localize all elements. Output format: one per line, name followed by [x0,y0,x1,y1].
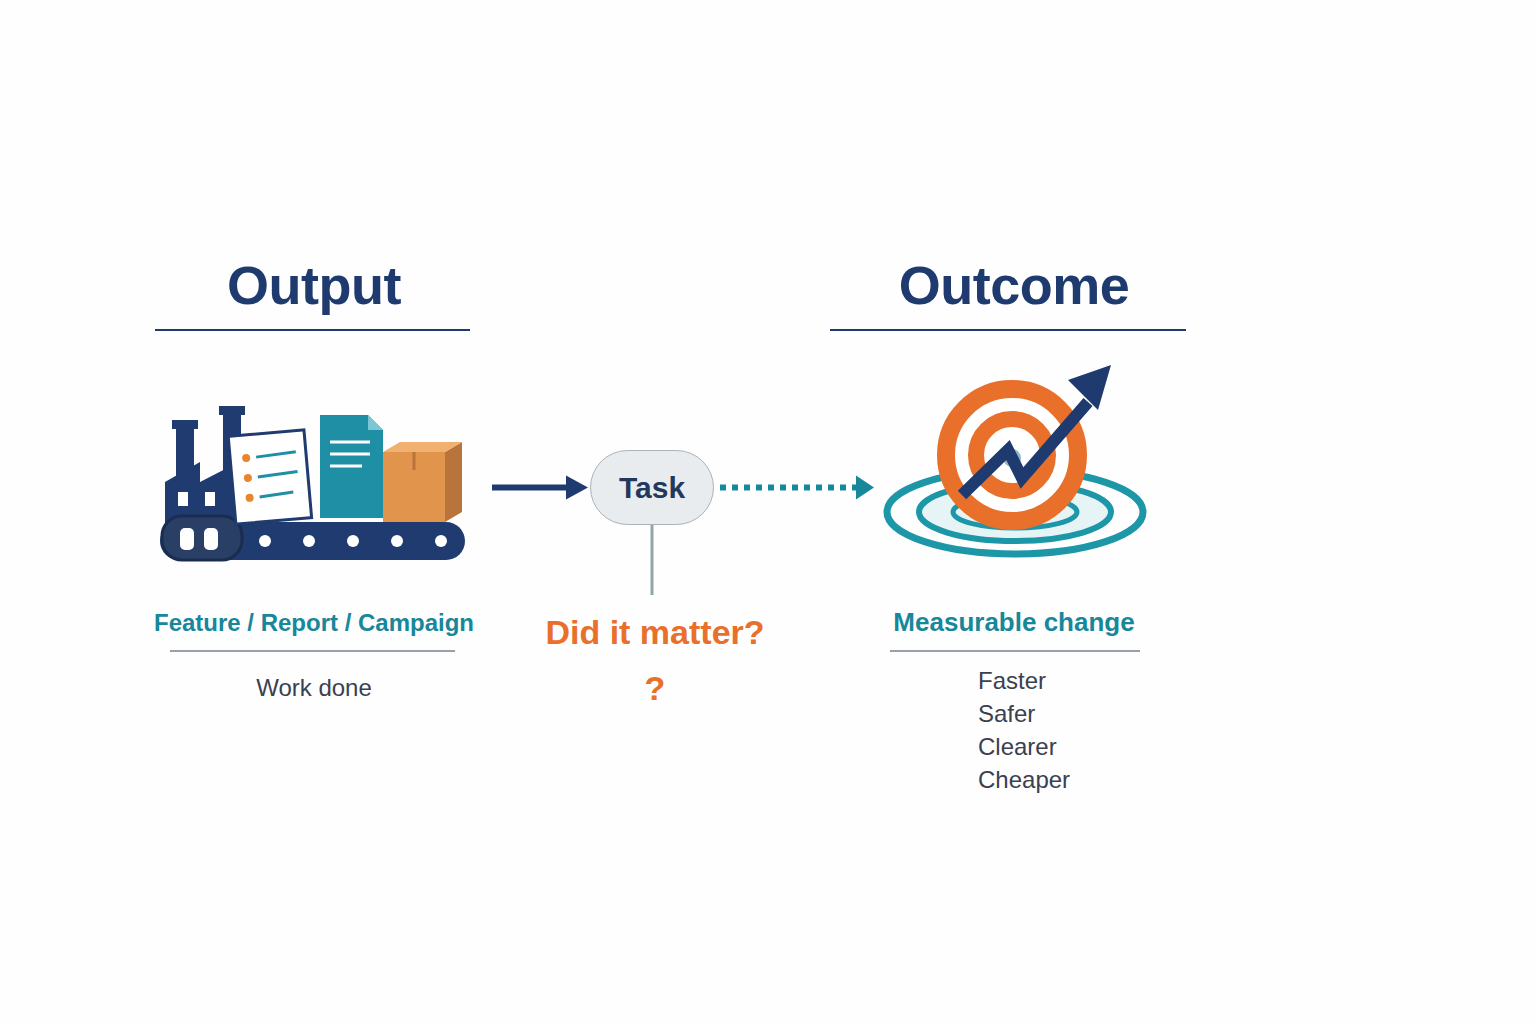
task-pill: Task [590,450,714,525]
target-illustration [887,365,1143,554]
outcome-item: Safer [978,700,1035,728]
outcome-item: Faster [978,667,1046,695]
factory-illustration [160,406,465,560]
flow-arrow [492,476,588,500]
column-heading: Output [138,258,490,312]
output-note: Work done [138,674,490,702]
flow-arrow [720,476,874,500]
task-text: Task [619,471,685,505]
outcome-kind: Measurable change [880,606,1148,638]
sub-underline [890,650,1140,652]
sub-underline [170,650,455,652]
question-label: Did it matter? [480,612,830,652]
outcome-item: Cheaper [978,766,1070,794]
column-heading: Outcome [880,258,1148,312]
output-kinds: Feature / Report / Campaign [138,608,490,637]
heading-underline [155,329,470,331]
outcome-item: Clearer [978,733,1057,761]
outcome-column: OutcomeMeasurable changeFasterSaferClear… [880,245,1148,805]
question-mark: ? [600,668,710,708]
output-column: OutputFeature / Report / CampaignWork do… [138,245,490,715]
leader-line [651,525,654,595]
heading-underline [830,329,1186,331]
